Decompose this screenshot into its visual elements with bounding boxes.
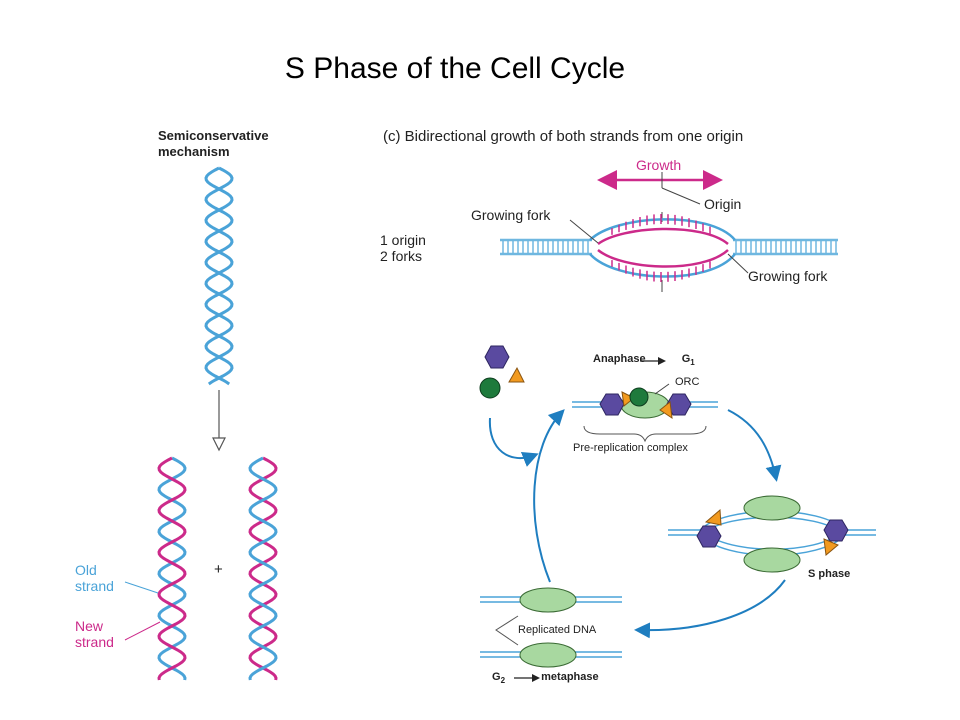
anaphase-g1-label: Anaphase G1 xyxy=(593,353,695,367)
phase-arrow-icons xyxy=(514,357,666,682)
s-phase-label: S phase xyxy=(808,568,851,580)
metaphase-label: metaphase xyxy=(541,671,599,683)
new-strand-label-line2: strand xyxy=(75,634,114,650)
hexagon-icon xyxy=(484,345,510,369)
two-forks-label: 2 forks xyxy=(380,248,423,264)
new-strand-label: New strand xyxy=(75,618,114,650)
new-strand-leader xyxy=(124,621,161,641)
parent-dna-helix xyxy=(204,166,234,386)
g2-label: G xyxy=(492,671,501,683)
pre-replication-complex-label: Pre-replication complex xyxy=(573,442,688,454)
daughter-dna-helix-left xyxy=(157,456,187,681)
down-arrow-icon xyxy=(212,390,226,452)
g2-metaphase-label: G2 metaphase xyxy=(492,671,599,685)
daughter-dna-helix-right xyxy=(248,456,278,681)
replicated-dna-label: Replicated DNA xyxy=(518,624,597,636)
growing-fork-left-label: Growing fork xyxy=(471,207,551,223)
replication-bubble xyxy=(500,170,838,292)
slide-title: S Phase of the Cell Cycle xyxy=(284,52,626,85)
g1-label: G xyxy=(681,353,691,365)
old-strand-label: Old strand xyxy=(75,562,114,594)
semiconservative-heading-line2: mechanism xyxy=(158,144,230,159)
plus-sign: + xyxy=(214,561,223,578)
circle-icon xyxy=(479,377,501,399)
old-strand-label-line1: Old xyxy=(75,562,97,578)
anaphase-label: Anaphase xyxy=(593,353,646,365)
growing-fork-right-label: Growing fork xyxy=(748,268,828,284)
orc-label: ORC xyxy=(675,376,700,388)
g1-subscript: 1 xyxy=(690,358,695,368)
replication-cycle xyxy=(479,345,876,668)
one-origin-label: 1 origin xyxy=(380,232,426,248)
old-strand-leader xyxy=(124,581,159,594)
origin-label: Origin xyxy=(704,196,742,212)
old-strand-label-line2: strand xyxy=(75,578,114,594)
growth-label: Growth xyxy=(636,157,682,173)
new-strand-label-line1: New xyxy=(75,618,104,634)
triangle-icon xyxy=(508,366,525,383)
origin-fork-count: 1 origin 2 forks xyxy=(380,232,426,264)
semiconservative-heading: Semiconservative mechanism xyxy=(158,128,269,160)
bidirectional-heading: (c) Bidirectional growth of both strands… xyxy=(383,128,744,145)
semiconservative-heading-line1: Semiconservative xyxy=(158,128,269,143)
g2-subscript: 2 xyxy=(500,676,506,686)
